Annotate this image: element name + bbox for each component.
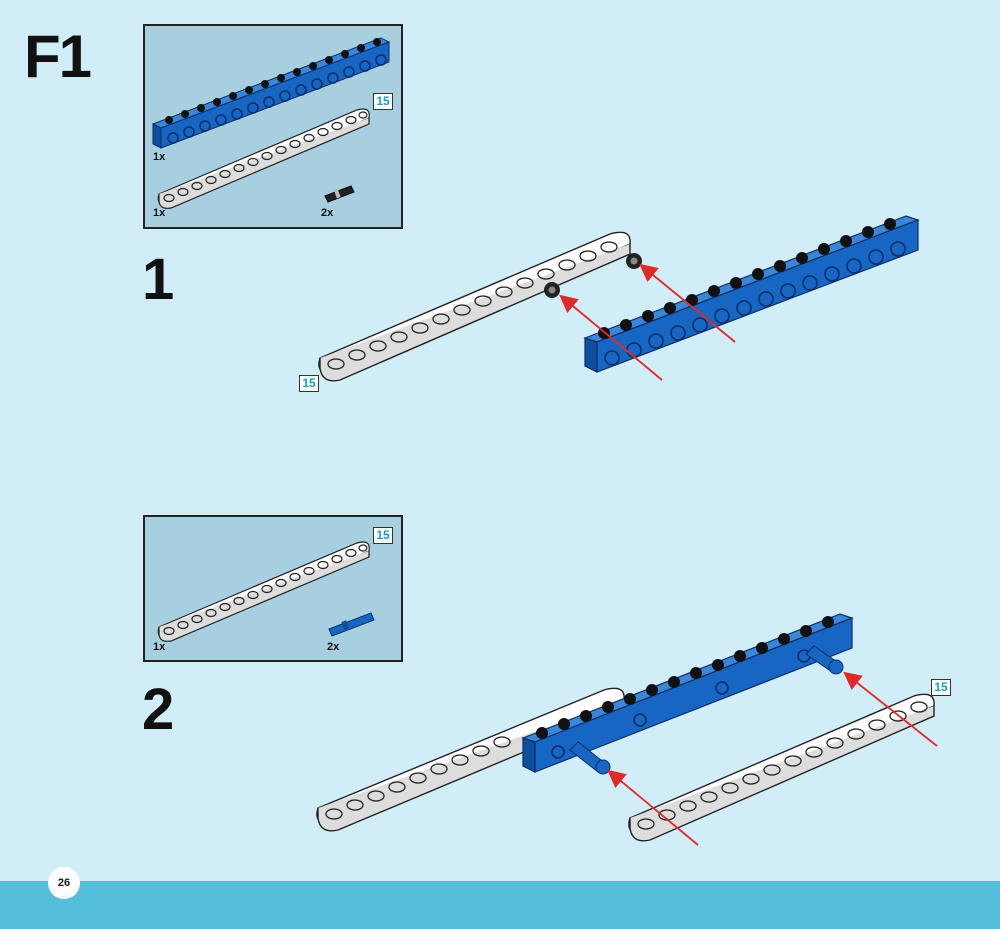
black-friction-pin-icon [626, 253, 642, 269]
parts-box-step-1: 1x 1x 2x 15 [143, 24, 403, 229]
parts-box-step-2: 1x 2x 15 [143, 515, 403, 662]
part-qty-friction-pin: 2x [321, 207, 334, 219]
step-number: 2 [142, 677, 175, 742]
blue-long-pin-icon [328, 612, 375, 637]
black-friction-pin-icon [324, 185, 355, 203]
blue-brick-beam-icon [583, 215, 920, 373]
insertion-arrow [639, 263, 736, 343]
length-badge: 15 [373, 527, 393, 544]
insertion-arrow [559, 294, 663, 381]
length-badge: 15 [931, 679, 951, 696]
step-number: 1 [142, 247, 175, 312]
white-liftarm-15-icon [157, 108, 370, 209]
part-qty-long-pin: 2x [327, 641, 340, 653]
blue-long-pin-icon [805, 645, 844, 675]
white-liftarm-15-icon [318, 231, 631, 382]
parts-illustration-step-2 [157, 541, 375, 642]
white-liftarm-15-icon [157, 541, 370, 642]
footer-bar [0, 881, 1000, 929]
length-badge: 15 [373, 93, 393, 110]
section-title: F1 [24, 23, 92, 90]
white-liftarm-15-icon [628, 693, 935, 842]
insertion-arrow [843, 671, 938, 747]
part-qty-white-liftarm: 1x [153, 641, 166, 653]
part-qty-blue-brick: 1x [153, 151, 166, 163]
blue-brick-beam-icon [151, 37, 391, 149]
part-qty-white-liftarm: 1x [153, 207, 166, 219]
length-badge: 15 [299, 375, 319, 392]
assembly-illustration-step-2 [316, 613, 938, 846]
parts-illustration-step-1 [151, 37, 391, 209]
blue-brick-beam-icon [521, 613, 854, 773]
insertion-arrow [607, 769, 699, 846]
assembly-illustration-step-1 [318, 215, 920, 382]
blue-long-pin-icon [569, 741, 611, 775]
black-friction-pin-icon [544, 282, 560, 298]
page-number: 26 [48, 867, 80, 899]
white-liftarm-15-icon [316, 687, 625, 832]
